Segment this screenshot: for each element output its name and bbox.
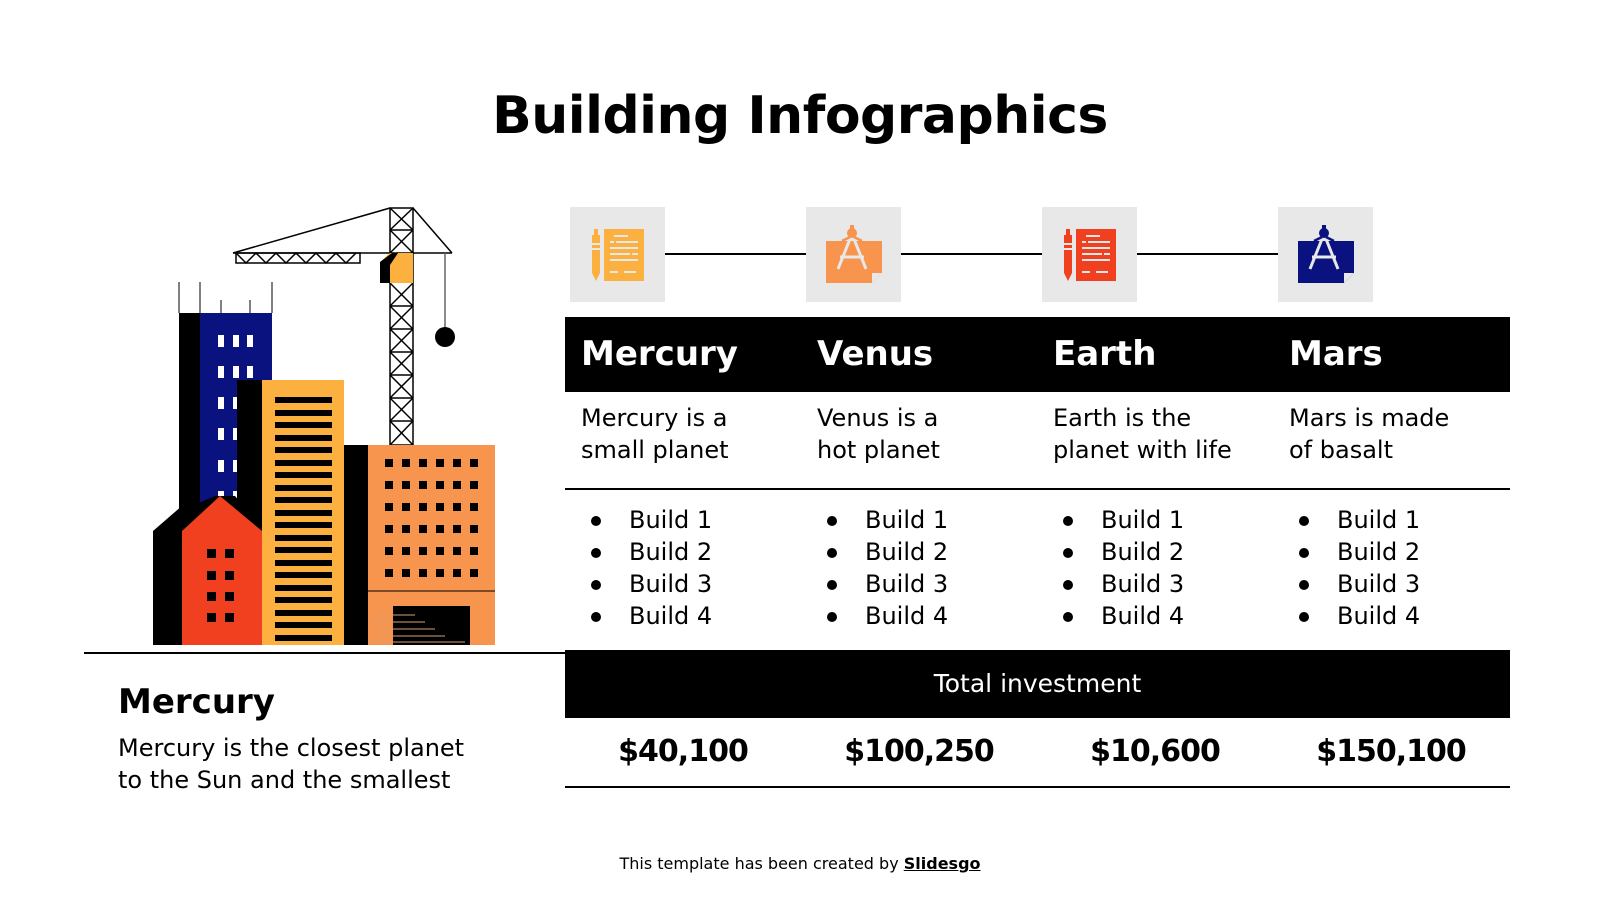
side-desc-line-2: to the Sun and the smallest	[118, 766, 451, 794]
investment-amount: $10,600	[1090, 734, 1221, 769]
footer-credit: This template has been created by Slides…	[0, 854, 1600, 873]
list-item: Build 4	[801, 600, 1037, 632]
footer-text: This template has been created by	[619, 854, 904, 873]
connector-line	[901, 253, 1042, 255]
list-item: Build 2	[1273, 536, 1509, 568]
connector-line	[665, 253, 806, 255]
description-cell: Earth is the planet with life	[1037, 392, 1273, 488]
list-item: Build 1	[1273, 504, 1509, 536]
city-construction-illustration	[153, 207, 495, 645]
investment-amount: $150,100	[1316, 734, 1467, 769]
investment-amounts-row: $40,100 $100,250 $10,600 $150,100	[565, 718, 1510, 788]
blueprint-compass-icon	[1278, 207, 1373, 302]
table-header-row: Mercury Venus Earth Mars	[565, 317, 1510, 392]
builds-list: Build 1 Build 2 Build 3 Build 4	[1273, 490, 1509, 650]
desc-line: Earth is the	[1053, 404, 1192, 432]
desc-line: Mars is made	[1289, 404, 1450, 432]
list-item: Build 4	[1037, 600, 1273, 632]
list-item: Build 4	[565, 600, 801, 632]
list-item: Build 3	[1273, 568, 1509, 600]
column-header-mars: Mars	[1289, 334, 1383, 374]
ground-line	[84, 652, 570, 654]
column-header-earth: Earth	[1053, 334, 1157, 374]
builds-list: Build 1 Build 2 Build 3 Build 4	[565, 490, 801, 650]
desc-line: of basalt	[1289, 436, 1393, 464]
list-item: Build 2	[565, 536, 801, 568]
description-row: Mercury is a small planet Venus is a hot p…	[565, 392, 1510, 490]
description-cell: Mars is made of basalt	[1273, 392, 1509, 488]
side-title: Mercury	[118, 682, 275, 722]
list-item: Build 2	[801, 536, 1037, 568]
builds-row: Build 1 Build 2 Build 3 Build 4 Build 1 …	[565, 490, 1510, 650]
slidesgo-link[interactable]: Slidesgo	[903, 854, 981, 873]
list-item: Build 3	[1037, 568, 1273, 600]
desc-line: Mercury is a	[581, 404, 728, 432]
list-item: Build 1	[1037, 504, 1273, 536]
investment-amount: $100,250	[844, 734, 995, 769]
investment-amount: $40,100	[618, 734, 749, 769]
list-item: Build 4	[1273, 600, 1509, 632]
connector-line	[1137, 253, 1278, 255]
list-item: Build 2	[1037, 536, 1273, 568]
builds-list: Build 1 Build 2 Build 3 Build 4	[801, 490, 1037, 650]
side-desc-line-1: Mercury is the closest planet	[118, 734, 465, 762]
desc-line: small planet	[581, 436, 729, 464]
desc-line: Venus is a	[817, 404, 939, 432]
desc-line: planet with life	[1053, 436, 1232, 464]
side-description: Mercury is the closest planet to the Sun…	[118, 732, 538, 796]
crane-icon	[232, 207, 453, 446]
description-cell: Venus is a hot planet	[801, 392, 1037, 488]
column-header-venus: Venus	[817, 334, 934, 374]
list-item: Build 3	[565, 568, 801, 600]
list-item: Build 1	[801, 504, 1037, 536]
list-item: Build 3	[801, 568, 1037, 600]
column-header-mercury: Mercury	[581, 334, 738, 374]
total-investment-label: Total investment	[565, 650, 1510, 718]
builds-list: Build 1 Build 2 Build 3 Build 4	[1037, 490, 1273, 650]
page-title: Building Infographics	[492, 86, 1108, 146]
desc-line: hot planet	[817, 436, 940, 464]
description-cell: Mercury is a small planet	[565, 392, 801, 488]
investment-table: Mercury Venus Earth Mars Mercury is a sma…	[565, 317, 1510, 788]
blueprint-compass-icon	[806, 207, 901, 302]
list-item: Build 1	[565, 504, 801, 536]
icon-timeline	[570, 207, 1380, 302]
contract-document-icon	[570, 207, 665, 302]
contract-document-icon	[1042, 207, 1137, 302]
